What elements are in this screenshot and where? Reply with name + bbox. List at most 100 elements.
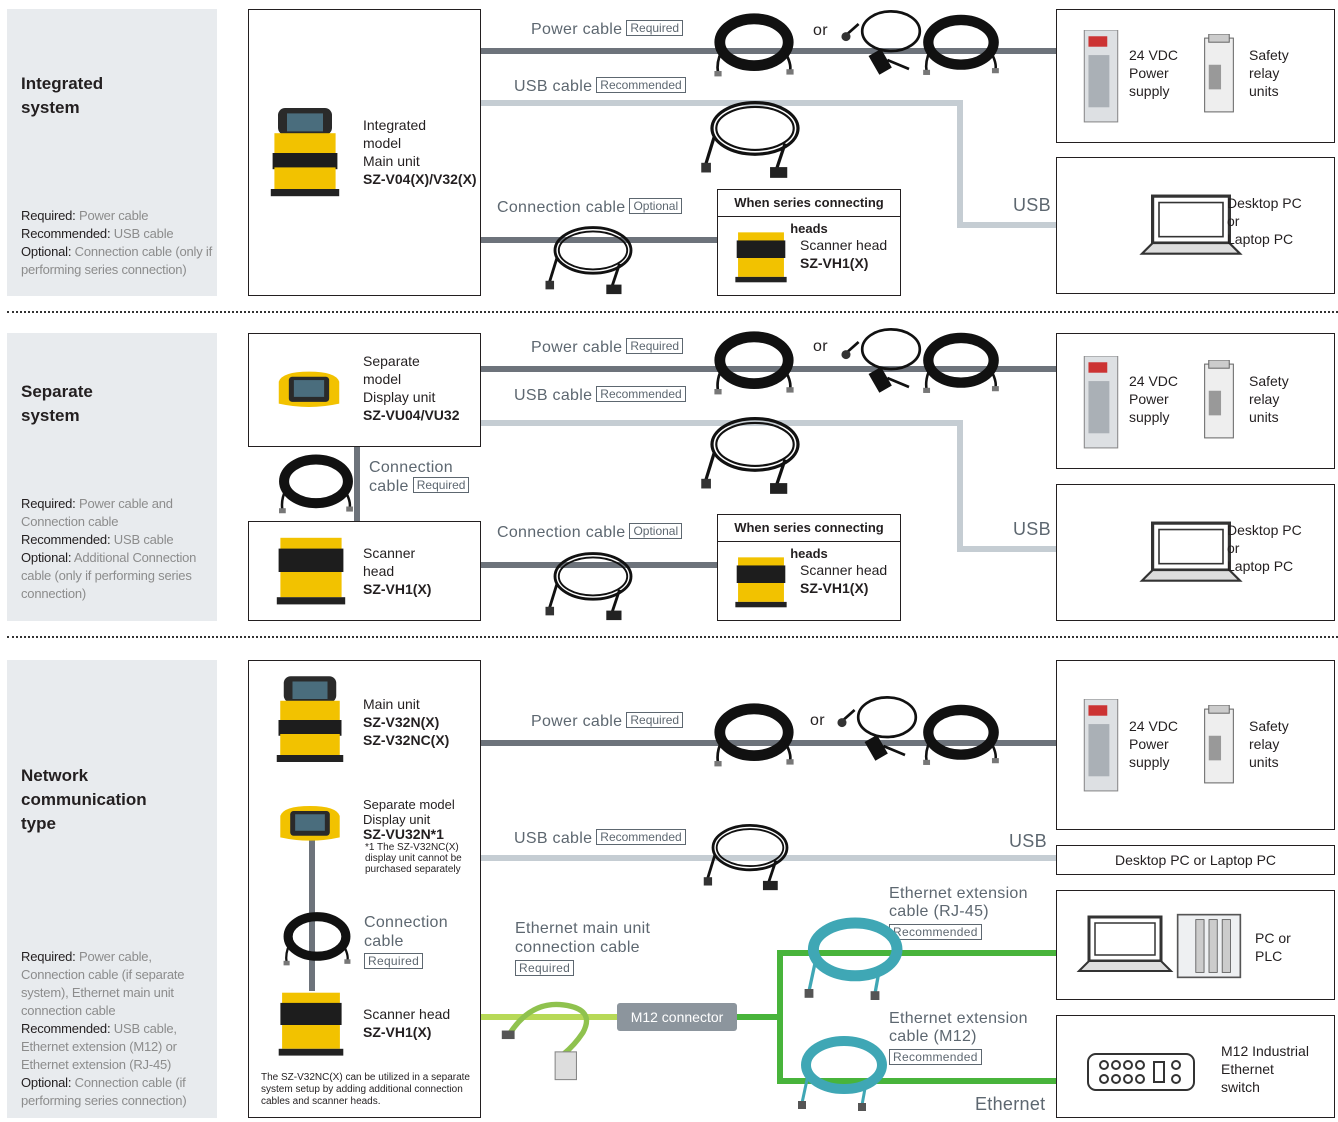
network-req-key: Required: (21, 949, 76, 964)
integrated-usb-text: USB cable (514, 78, 593, 95)
integrated-req-key: Required: (21, 208, 76, 223)
integrated-pc-text: Desktop PC or Laptop PC (1227, 194, 1302, 248)
integrated-connection-line (481, 237, 717, 243)
network-power-text: Power cable (531, 713, 623, 730)
integrated-usb-cable-image (700, 94, 810, 180)
network-pc-combined-text: Desktop PC or Laptop PC (1114, 852, 1277, 868)
separate-head-model: SZ-VH1(X) (363, 581, 432, 597)
separate-power-devices-box: 24 VDC Power supply Safety relay units (1056, 333, 1335, 469)
network-eth-rj-cable-image (798, 912, 908, 1000)
network-psu-line1: 24 VDC (1129, 718, 1179, 734)
separate-power-cable2-image (918, 326, 1004, 398)
network-or-label: or (810, 712, 825, 729)
network-ethernet-port-label: Ethernet (975, 1094, 1046, 1114)
integrated-psu-text: 24 VDC Power supply (1129, 46, 1178, 100)
integrated-series-box: When series connecting heads Scanner hea… (717, 189, 901, 296)
integrated-main-unit-text: Integrated model Main unit SZ-V04(X)/V32… (363, 116, 477, 188)
separate-opt-value: Additional Connection cable (only if per… (21, 550, 197, 601)
separate-unit-line2: model (363, 371, 402, 387)
network-power-tag: Required (626, 712, 684, 728)
network-eth-m12-line (777, 1078, 1056, 1084)
integrated-relay-line2: relay (1249, 65, 1280, 81)
integrated-usb-line-v (957, 100, 963, 228)
network-head-text: Scanner head SZ-VH1(X) (363, 1005, 450, 1041)
network-eth-m12-text1: Ethernet extension (889, 1010, 1028, 1027)
network-psu-image (1079, 699, 1123, 793)
separate-unit-line3: Display unit (363, 389, 436, 405)
network-usb-text: USB cable (514, 830, 593, 847)
network-plc-image (1173, 913, 1245, 979)
separate-pc-line1: Desktop PC (1227, 522, 1302, 538)
integrated-connection-cable-image (545, 220, 641, 296)
integrated-pc-box: Desktop PC or Laptop PC (1056, 157, 1335, 294)
integrated-psu-image (1079, 30, 1123, 124)
network-plc-text: PC or PLC (1255, 929, 1291, 965)
separate-series-line (481, 562, 717, 568)
network-unit-box: Main unit SZ-V32N(X) SZ-V32NC(X) Separat… (248, 660, 481, 1118)
separate-unit-model: SZ-VU04/VU32 (363, 407, 460, 423)
integrated-req-value: Power cable (75, 208, 149, 223)
network-relay-line1: Safety (1249, 718, 1289, 734)
network-y-cable-image (832, 692, 924, 764)
network-m12-connector: M12 connector (617, 1003, 737, 1031)
network-switch-line1: M12 Industrial (1221, 1043, 1309, 1059)
separate-usb-port-label: USB (1013, 519, 1051, 539)
separate-sidebar: Separate system Required: Power cable an… (7, 333, 217, 621)
integrated-main-unit-image (269, 107, 341, 199)
integrated-connection-text: Connection cable (497, 199, 626, 216)
network-switch-box: M12 Industrial Ethernet switch (1056, 1015, 1335, 1118)
integrated-unit-line3: Main unit (363, 153, 420, 169)
network-eth-rj-line (777, 950, 1056, 956)
separate-head-image (275, 536, 347, 608)
integrated-pc-line1: Desktop PC (1227, 195, 1302, 211)
separate-series-box: When series connecting heads Scanner hea… (717, 514, 901, 621)
network-eth-m12-tag: Recommended (889, 1049, 982, 1065)
network-disp-model: SZ-VU32N*1 (363, 826, 444, 842)
separate-usb-line-h1 (481, 420, 963, 426)
integrated-power-tag: Required (626, 20, 684, 36)
separate-power-text: Power cable (531, 339, 623, 356)
network-connection-tag: Required (364, 953, 424, 969)
separate-relay-text: Safety relay units (1249, 372, 1289, 426)
network-eth-m12-label: Ethernet extension cable (M12) Recommend… (889, 1010, 1028, 1066)
separate-y-cable-image (836, 324, 928, 396)
network-usb-port-label: USB (1009, 831, 1047, 851)
separate-display-text: Separate model Display unit SZ-VU04/VU32 (363, 352, 459, 424)
integrated-unit-model: SZ-V04(X)/V32(X) (363, 171, 477, 187)
network-connection-text1: Connection (364, 914, 448, 931)
separate-relay-image (1197, 360, 1241, 442)
network-connection-text2: cable (364, 933, 404, 950)
network-eth-m12-cable-image (792, 1030, 892, 1112)
integrated-unit-line2: model (363, 135, 402, 151)
network-eth-rj-text1: Ethernet extension (889, 885, 1028, 902)
network-title: Network communication type (21, 766, 147, 833)
network-eth-m12-text2: cable (M12) (889, 1028, 977, 1045)
separate-req-value: Power cable and Connection cable (21, 496, 173, 529)
integrated-series-head-model: SZ-VH1(X) (800, 255, 869, 271)
separate-series-cable-image (545, 546, 641, 622)
network-connection-label: Connection cable Required (364, 913, 448, 970)
integrated-y-cable-image (836, 6, 928, 78)
separate-title: Separate system (21, 382, 93, 425)
integrated-main-unit-box: Integrated model Main unit SZ-V04(X)/V32… (248, 9, 481, 296)
separate-head-text: Scanner head SZ-VH1(X) (363, 544, 431, 598)
network-head-model: SZ-VH1(X) (363, 1024, 432, 1040)
separate-opt-key: Optional: (21, 550, 72, 565)
integrated-series-head-line: Scanner head (800, 237, 888, 253)
separate-pc-text: Desktop PC or Laptop PC (1227, 521, 1302, 575)
integrated-opt-value: Connection cable (only if performing ser… (21, 244, 213, 277)
separate-series-tag: Optional (629, 523, 683, 539)
network-switch-line3: switch (1221, 1079, 1260, 1095)
separate-head-box: Scanner head SZ-VH1(X) (248, 521, 481, 621)
network-unit-vline (309, 831, 315, 991)
integrated-series-head-text: Scanner head SZ-VH1(X) (800, 236, 887, 272)
integrated-usb-line-h1 (481, 100, 963, 106)
integrated-relay-line1: Safety (1249, 47, 1289, 63)
separate-usb-text: USB cable (514, 387, 593, 404)
separate-psu-image (1079, 356, 1123, 450)
separate-psu-line1: 24 VDC (1129, 373, 1179, 389)
network-eth-rj-text2: cable (RJ-45) (889, 903, 989, 920)
integrated-unit-line1: Integrated (363, 117, 427, 133)
